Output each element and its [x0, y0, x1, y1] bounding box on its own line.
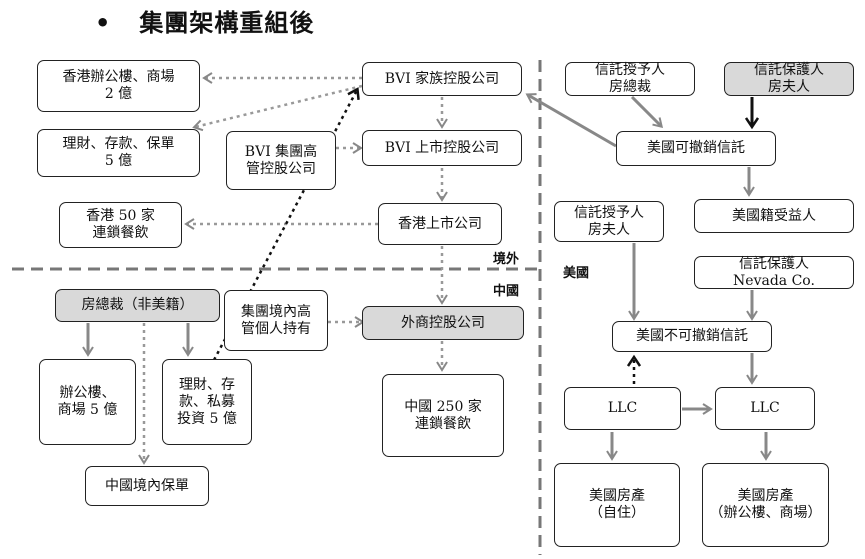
region-label-china: 中國 [493, 284, 520, 299]
domestic-exec-box: 集團境內高 管個人持有 [224, 290, 328, 351]
revocable-trust-box: 美國可撤銷信託 [616, 131, 776, 166]
hk-finance-box: 理財、存款、保單 5 億 [37, 129, 200, 177]
arrow-revocable-to-bvi-family [525, 93, 617, 148]
arrow-bvi-to-hk-finance [192, 84, 363, 132]
arrow-grantor1-to-revocable [630, 95, 664, 129]
grantor-2-box: 信託授予人 房夫人 [554, 201, 664, 242]
region-label-offshore: 境外 [493, 252, 520, 267]
us-commercial-box: 美國房產 （辦公樓、商場） [702, 463, 829, 547]
bvi-exec-box: BVI 集團高 管控股公司 [226, 131, 336, 190]
us-beneficiary-box: 美國籍受益人 [694, 199, 854, 233]
bvi-listed-box: BVI 上市控股公司 [362, 130, 522, 166]
region-label-usa: 美國 [563, 266, 590, 281]
cn-insurance-box: 中國境內保單 [85, 466, 209, 506]
llc-2-box: LLC [715, 387, 815, 430]
title-bullet: • [95, 9, 112, 37]
cn-office-box: 辦公樓、 商場 5 億 [39, 359, 136, 445]
hk-office-box: 香港辦公樓、商場 2 億 [37, 60, 200, 112]
hk-restaurants-box: 香港 50 家 連鎖餐飲 [59, 202, 182, 248]
bvi-family-box: BVI 家族控股公司 [362, 62, 522, 96]
protector-1-box: 信託保護人 房夫人 [724, 62, 854, 96]
page-title: • 集團架構重組後 [95, 3, 314, 38]
hk-listed-box: 香港上市公司 [378, 203, 502, 245]
us-home-box: 美國房產 （自住） [554, 463, 680, 547]
foreign-holding-box: 外商控股公司 [362, 306, 524, 340]
llc-1-box: LLC [564, 387, 681, 430]
irrevocable-trust-box: 美國不可撤銷信託 [612, 321, 772, 352]
protector-2-box: 信託保護人 Nevada Co. [694, 256, 854, 289]
cn-restaurants-box: 中國 250 家 連鎖餐飲 [382, 374, 504, 457]
president-box: 房總裁（非美籍） [55, 289, 220, 322]
title-text: 集團架構重組後 [139, 9, 315, 37]
cn-finance-box: 理財、存 款、私募 投資 5 億 [162, 359, 252, 445]
grantor-1-box: 信託授予人 房總裁 [565, 62, 695, 96]
